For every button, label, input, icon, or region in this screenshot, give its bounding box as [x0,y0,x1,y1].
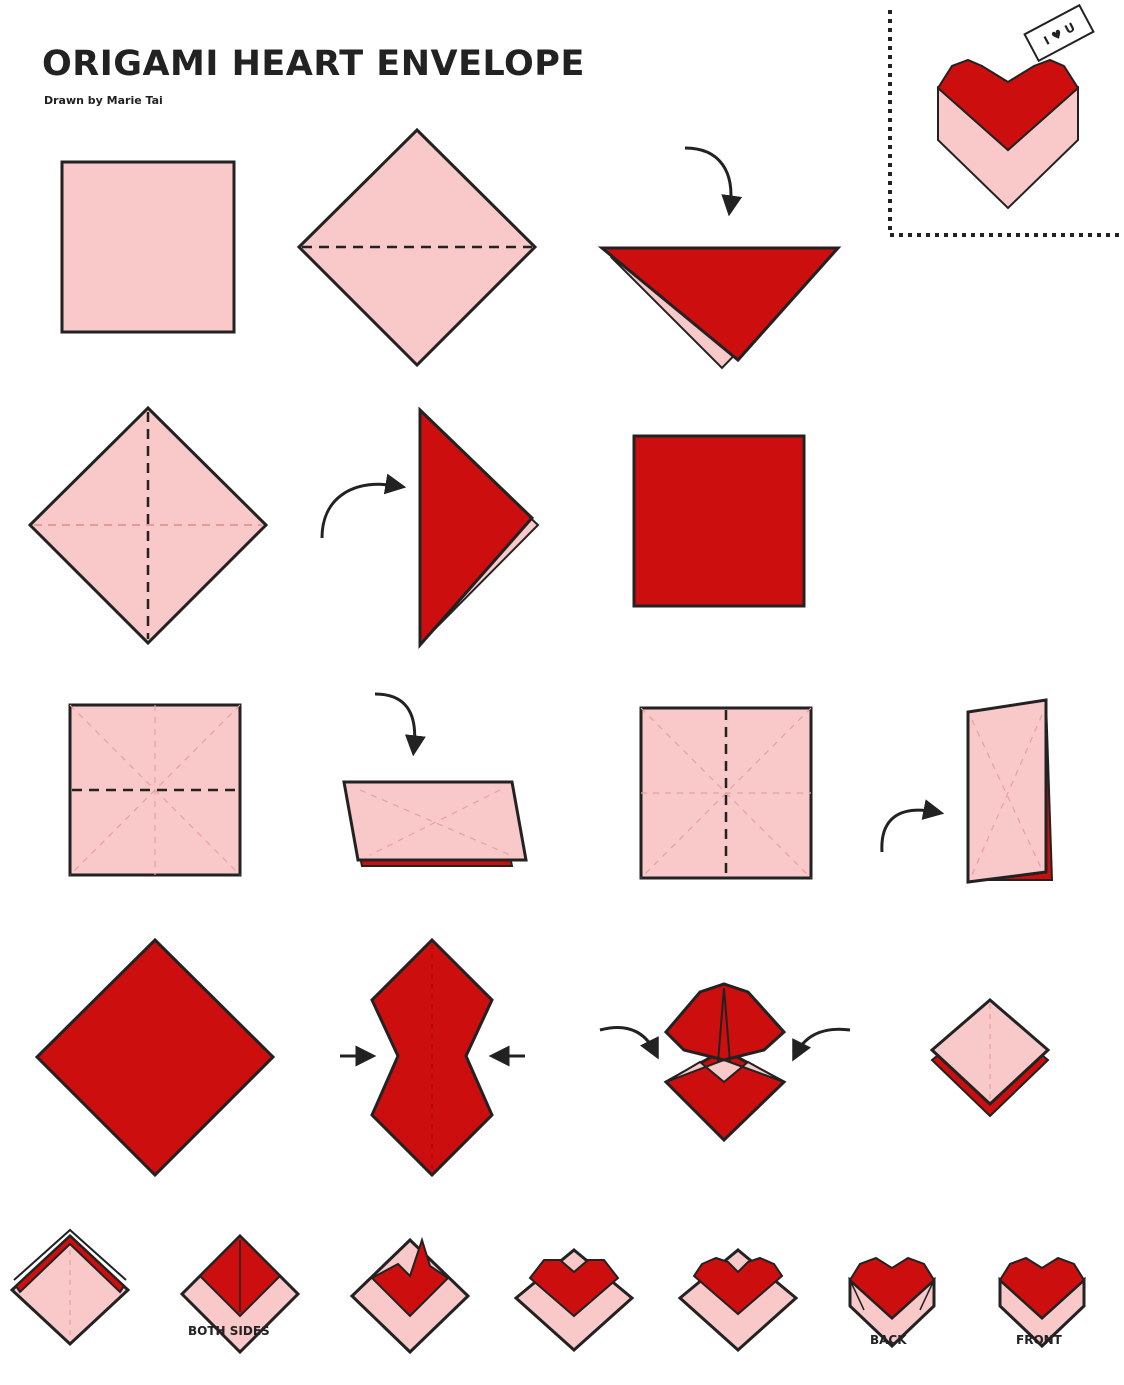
step-8-rectangle [344,694,526,866]
love-note: I ♥ U [1025,5,1094,61]
fold-over-arrow-2 [882,810,936,852]
step-1-square [62,162,234,332]
label-back: BACK [870,1333,907,1347]
step-4-diamond-creases [30,408,266,643]
fold-down-arrow [685,148,731,208]
label-both-sides: BOTH SIDES [188,1324,270,1338]
fold-down-arrow-2 [375,694,415,748]
step-12-collapse [340,940,525,1175]
fold-arrow-right [796,1029,850,1054]
fold-arrow-left [600,1027,655,1052]
step-11-red-diamond [37,940,273,1175]
finished-heart-preview: I ♥ U [890,5,1124,235]
step-6-red-square [634,436,804,606]
step-3-triangle [602,148,838,368]
step-10-tall-rectangle [882,700,1052,882]
step-17-top-corners [352,1240,468,1352]
step-19-rounded-heart [680,1250,796,1350]
fold-over-arrow [322,484,398,538]
step-7-square-horizontal-crease [70,705,240,875]
step-18-heart-shape [516,1250,632,1350]
step-15-open-flaps [12,1230,128,1344]
step-13-waterbomb [600,984,850,1140]
step-2-diamond-fold [299,130,535,365]
step-5-half-triangle [322,410,538,645]
step-9-square-vertical-crease [641,708,811,878]
label-front: FRONT [1016,1333,1062,1347]
step-14-small-square [932,1000,1048,1116]
